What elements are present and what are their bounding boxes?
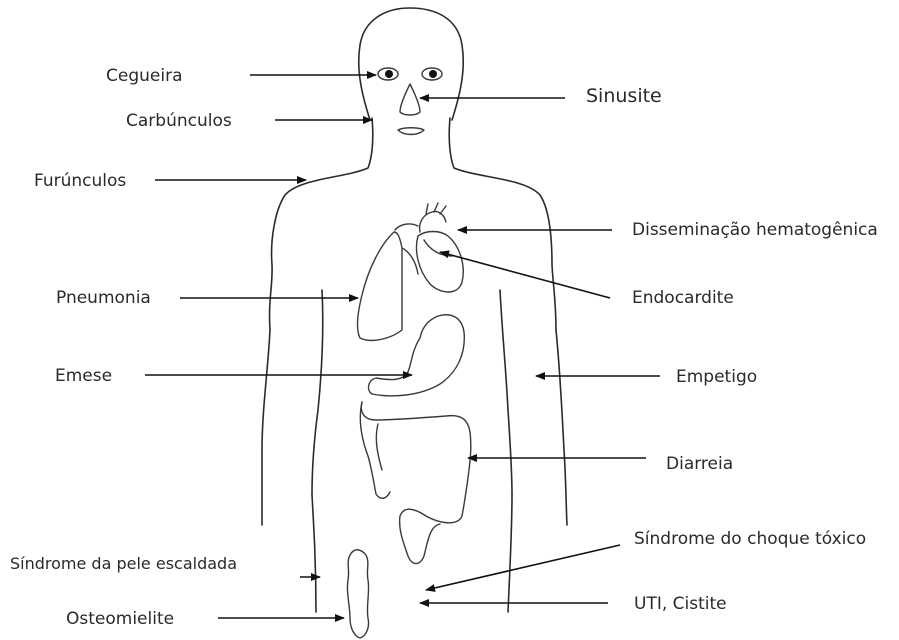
- stomach-icon: [369, 315, 465, 396]
- label-empetigo: Empetigo: [676, 367, 757, 387]
- arrows: [145, 75, 660, 618]
- label-disseminacao: Disseminação hematogênica: [632, 220, 878, 240]
- right-arm-inner: [500, 290, 512, 495]
- face: [378, 68, 442, 135]
- label-cegueira: Cegueira: [106, 66, 182, 86]
- mouth-icon: [398, 128, 424, 135]
- right-torso-line: [508, 495, 512, 612]
- left-arm-outer: [262, 330, 270, 525]
- left-torso-line: [312, 495, 316, 612]
- label-osteomielite: Osteomielite: [66, 609, 174, 629]
- label-diarreia: Diarreia: [666, 454, 733, 474]
- left-eye-icon: [385, 70, 393, 78]
- arrow-endocardite: [440, 252, 610, 298]
- left-arm-inner: [312, 290, 323, 495]
- right-shoulder-outline: [449, 118, 556, 330]
- lung-icon: [358, 232, 402, 340]
- right-arm-outer: [556, 330, 567, 525]
- label-uti-cistite: UTI, Cistite: [634, 594, 727, 614]
- label-sinusite: Sinusite: [586, 86, 662, 106]
- nose-icon: [400, 84, 420, 115]
- label-emese: Emese: [55, 366, 112, 386]
- right-eye-icon: [429, 70, 437, 78]
- label-furunculos: Furúnculos: [34, 171, 126, 191]
- label-endocardite: Endocardite: [632, 288, 734, 308]
- label-carbunculos: Carbúnculos: [126, 111, 232, 131]
- label-sindrome-pele: Síndrome da pele escaldada: [10, 554, 237, 574]
- femur-icon: [347, 550, 368, 638]
- head-outline: [359, 8, 464, 120]
- label-pneumonia: Pneumonia: [56, 288, 151, 308]
- heart-icon: [395, 203, 463, 292]
- arrow-choque-toxico: [426, 545, 620, 590]
- label-choque-toxico: Síndrome do choque tóxico: [634, 529, 866, 549]
